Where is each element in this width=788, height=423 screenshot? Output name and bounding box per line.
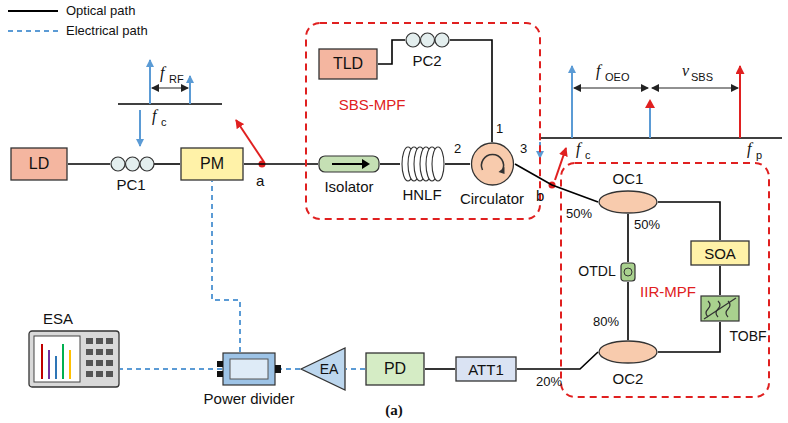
detector-box: PD <box>365 352 425 386</box>
optical-path <box>627 214 629 262</box>
coupler-ellipse: OC1 <box>598 190 658 214</box>
annotation-label: f <box>747 140 751 158</box>
annotation-label: 20% <box>536 374 562 389</box>
annotation-label: b <box>536 187 544 204</box>
fiber-coil-shape <box>400 146 445 182</box>
coupler-ellipse-shape <box>598 190 658 214</box>
annotation-label: 80% <box>593 314 619 329</box>
node-label: PC1 <box>116 176 145 193</box>
annotation-label: 50% <box>566 206 592 221</box>
amplifier-box: SOA <box>690 240 750 266</box>
amplifier-triangle: EA <box>300 347 346 391</box>
node-label: PM <box>200 155 224 173</box>
analyzer-icon: ESA <box>28 330 120 388</box>
filter-symbol: TOBF <box>700 295 740 322</box>
electrical-path <box>120 368 222 370</box>
annotation-label: a <box>256 172 264 189</box>
laser-box: TLD <box>318 48 378 80</box>
power-divider: Power divider <box>222 352 276 386</box>
optical-path <box>378 40 405 64</box>
optical-path <box>425 368 455 370</box>
node-label: EA <box>320 361 339 377</box>
node-label: PD <box>384 360 406 378</box>
node-label: HNLF <box>402 186 441 203</box>
analyzer-icon-shape <box>28 330 120 388</box>
figure-caption: (a) <box>385 402 403 419</box>
circulator-symbol: Circulator <box>470 142 515 186</box>
subscript-label: OEO <box>605 71 629 83</box>
coupler-ellipse-shape <box>598 340 658 364</box>
optical-path <box>658 202 720 240</box>
polarization-controller: PC1 <box>110 156 154 172</box>
optical-path <box>380 163 400 165</box>
polarization-controller: PC2 <box>405 31 450 49</box>
spectrum-oeo <box>540 66 782 189</box>
annotation-label: f <box>152 107 156 125</box>
isolator-symbol: Isolator <box>318 155 380 173</box>
optical-path <box>627 282 629 340</box>
node-label: IIR-MPF <box>640 283 696 300</box>
annotation-label: ν <box>682 62 689 80</box>
subscript-label: p <box>756 149 762 161</box>
optical-path <box>450 40 492 142</box>
annotation-label: f <box>596 62 600 80</box>
filter-symbol-shape <box>700 295 740 322</box>
delay-line: OTDL <box>620 262 636 282</box>
node-label: Circulator <box>460 190 524 207</box>
circulator-symbol-shape <box>470 142 515 186</box>
power-divider-shape <box>222 352 276 386</box>
node-label: SBS-MPF <box>339 96 406 113</box>
optical-path <box>154 163 180 165</box>
optical-path <box>68 163 110 165</box>
node-label: Power divider <box>204 390 295 407</box>
legend-text: Electrical path <box>66 23 148 38</box>
optical-path <box>658 322 720 352</box>
optical-path <box>515 164 598 202</box>
polarization-controller-shape <box>110 156 154 172</box>
node-label: SOA <box>704 245 736 262</box>
optical-path <box>445 163 470 165</box>
node-label: TOBF <box>729 328 766 344</box>
optical-path <box>517 352 598 369</box>
subscript-label: c <box>161 116 167 128</box>
annotation-label: 50% <box>634 217 660 232</box>
node-label: OC2 <box>613 370 644 387</box>
legend-samples <box>8 11 58 31</box>
node-label: ESA <box>43 310 73 327</box>
coupler-ellipse: OC2 <box>598 340 658 364</box>
annotation-label: f <box>576 140 580 158</box>
subscript-label: RF <box>169 73 184 85</box>
annotation-label: f <box>160 64 164 82</box>
polarization-controller-shape <box>405 31 450 49</box>
subscript-label: SBS <box>691 71 713 83</box>
node-label: ATT1 <box>468 361 504 378</box>
isolator-symbol-shape <box>318 155 380 173</box>
subscript-label: c <box>585 149 591 161</box>
fiber-coil: HNLF <box>400 146 445 182</box>
node-label: OC1 <box>613 170 644 187</box>
delay-line-shape <box>620 262 636 282</box>
annotation-label: 2 <box>454 141 461 156</box>
node-label: LD <box>29 155 49 173</box>
electrical-path <box>212 181 240 352</box>
electrical-path <box>346 368 365 370</box>
region-outline-shape <box>560 162 770 398</box>
annotation-label: 3 <box>520 141 527 156</box>
attenuator-box: ATT1 <box>455 356 517 382</box>
node-label: TLD <box>333 55 363 73</box>
region-outline: SBS-MPFTLDPC2IsolatorHNLFCirculator <box>305 22 541 220</box>
node-label: PC2 <box>412 52 441 69</box>
legend-text: Optical path <box>66 3 135 18</box>
laser-box: LD <box>10 147 68 181</box>
modulator-box: PM <box>180 147 244 181</box>
annotation-label: 1 <box>496 121 503 136</box>
region-outline: IIR-MPF OC1SOA OTDL TOBF OC2 <box>560 162 770 398</box>
node-label: OTDL <box>578 263 615 279</box>
node-label: Isolator <box>324 178 373 195</box>
optical-path <box>719 266 721 295</box>
